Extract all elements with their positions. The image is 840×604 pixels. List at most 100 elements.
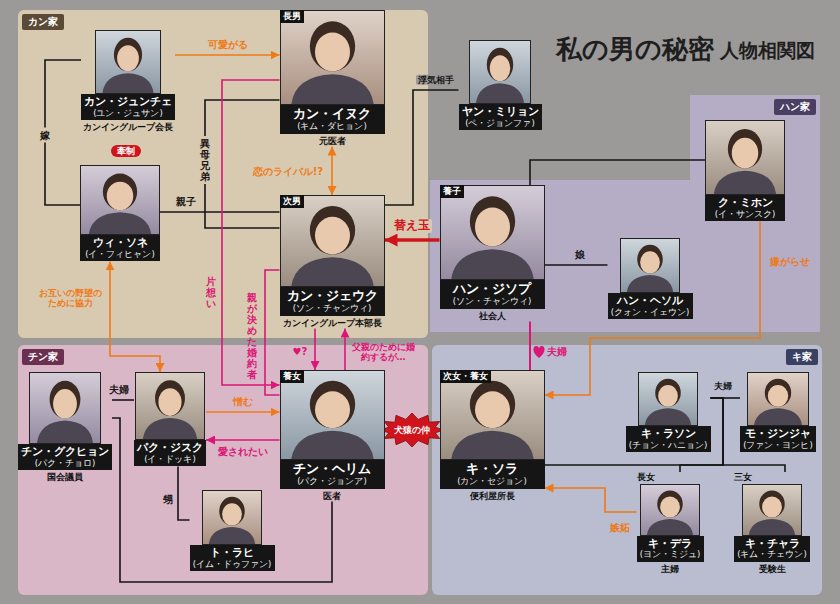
name-plate: ハン・ヘソル(クォン・イェウン) — [608, 293, 693, 319]
portrait-figure — [136, 373, 204, 439]
portrait-figure — [281, 371, 384, 459]
portrait-face — [732, 138, 759, 169]
portrait-body — [143, 418, 197, 439]
name-plate: チン・グクヒョン(パク・チョロ) — [18, 444, 112, 470]
portrait-figure — [441, 186, 544, 279]
relation-label: ♥? — [291, 346, 310, 358]
portrait-face — [314, 217, 349, 255]
character-name: ク・ミホン — [708, 197, 782, 210]
family-name: カン家 — [22, 14, 64, 30]
character-card: ト・ラヒ(イム・ドゥファン) — [190, 490, 275, 571]
name-plate: ウィ・ソネ(イ・フィヒャン) — [80, 235, 160, 261]
portrait-hair — [487, 48, 513, 81]
family-region: チン家チン・グクヒョン(パク・チョロ)国会議員パク・ジスク(イ・ドッキ)養女チン… — [18, 345, 428, 595]
portrait-body — [209, 527, 255, 544]
portrait-placeholder — [469, 40, 531, 104]
relation-line — [314, 329, 316, 371]
character-name: カン・イヌク — [283, 107, 382, 122]
actor-name: (カン・セジョン) — [443, 477, 542, 487]
relation-label: 夫婦 — [712, 381, 734, 391]
portrait-figure — [96, 31, 160, 93]
character-occupation: 元医者 — [280, 136, 385, 147]
portrait-figure — [281, 196, 384, 286]
portrait-face — [474, 391, 509, 428]
relation-label: 親子 — [174, 196, 198, 208]
portrait-hair — [309, 381, 354, 429]
portrait-placeholder — [202, 490, 262, 545]
portrait-figure — [621, 239, 679, 292]
portrait-placeholder — [95, 30, 161, 94]
name-plate: カン・ジュンチェ(ユン・ジュサン) — [81, 94, 175, 120]
relation-label: 可愛がる — [206, 39, 250, 51]
relation-label: 親が決めた婚約者 — [246, 290, 258, 382]
character-card: ハン・ヘソル(クォン・イェウン) — [608, 238, 693, 319]
portrait-hair — [759, 490, 785, 517]
portrait-placeholder — [440, 185, 545, 280]
relation-label: 替え玉 — [392, 219, 432, 233]
character-card: 次男カン・ジェウク(ソン・チャンウィ)カンイングループ本部長 — [280, 195, 385, 329]
portrait-placeholder — [135, 372, 205, 440]
actor-name: (パク・ジョンア) — [283, 477, 382, 487]
relation-line — [112, 399, 134, 401]
region-shape — [18, 345, 428, 595]
portrait-face — [53, 389, 77, 418]
sibling-rank: 長女 — [637, 472, 704, 484]
portrait-figure — [470, 41, 530, 103]
region-shape — [430, 95, 820, 332]
portrait-hair — [637, 245, 663, 274]
portrait-body — [714, 171, 776, 194]
role-tag: 養女 — [280, 370, 304, 383]
relation-label: 嫌がらせ — [768, 256, 812, 268]
character-name: パク・ジスク — [137, 442, 203, 455]
portrait-placeholder — [280, 10, 385, 105]
portrait-placeholder — [705, 120, 785, 195]
portrait-placeholder — [80, 165, 160, 235]
portrait-figure — [441, 371, 544, 459]
portrait-hair — [309, 206, 354, 255]
relation-label: 夫婦 — [107, 384, 131, 396]
name-plate: ハン・ジソプ(ソン・チャンウィ) — [440, 280, 545, 309]
sibling-rank: 三女 — [734, 472, 810, 484]
portrait-hair — [469, 196, 514, 246]
portrait-hair — [657, 490, 683, 517]
portrait-face — [158, 388, 181, 416]
relation-label: 異母兄弟 — [199, 136, 211, 184]
relation-label: 浮気相手 — [416, 75, 456, 85]
character-name: ハン・ヘソル — [611, 295, 690, 308]
actor-name: (ソン・チャンウィ) — [283, 304, 382, 314]
portrait-figure — [748, 373, 808, 425]
character-occupation: 便利屋所長 — [440, 491, 545, 502]
portrait-body — [476, 83, 524, 103]
portrait-body — [89, 212, 151, 234]
portrait-hair — [309, 21, 354, 71]
relation-label: 娘 — [573, 249, 587, 261]
name-plate: モ・ジンジャ(ファン・ヨンヒ) — [740, 426, 816, 452]
character-occupation: カンイングループ会長 — [81, 122, 175, 133]
name-plate: チン・ヘリム(パク・ジョンア) — [280, 460, 385, 489]
relation-label: 夫婦 — [545, 346, 569, 358]
relation-label: 嫉妬 — [608, 522, 632, 534]
relation-label: 恋のライバル!? — [251, 166, 325, 178]
actor-name: (イム・ドゥファン) — [193, 560, 272, 570]
actor-name: (クォン・イェウン) — [611, 308, 690, 318]
relation-line — [344, 329, 346, 371]
character-name: ハン・ジソプ — [443, 282, 542, 297]
family-name: ハン家 — [774, 99, 816, 115]
portrait-figure — [203, 491, 261, 544]
chart-title: 私の男の秘密 — [556, 34, 714, 65]
actor-name: (キム・チェウン) — [737, 550, 807, 560]
portrait-placeholder — [280, 370, 385, 460]
portrait-placeholder — [620, 238, 680, 293]
portrait-body — [291, 74, 373, 104]
name-plate: キ・チャラ(キム・チェウン) — [734, 536, 810, 562]
relation-line — [331, 147, 333, 196]
relation-label: お互いの野望のために協力 — [35, 288, 105, 309]
character-occupation: 医者 — [280, 491, 385, 502]
portrait-placeholder — [638, 372, 698, 426]
character-name: カン・ジェウク — [283, 289, 382, 304]
actor-name: (キム・ダヒョン) — [283, 122, 382, 132]
portrait-hair — [155, 380, 185, 416]
portrait-figure — [81, 166, 159, 234]
role-tag: 長男 — [280, 10, 304, 23]
